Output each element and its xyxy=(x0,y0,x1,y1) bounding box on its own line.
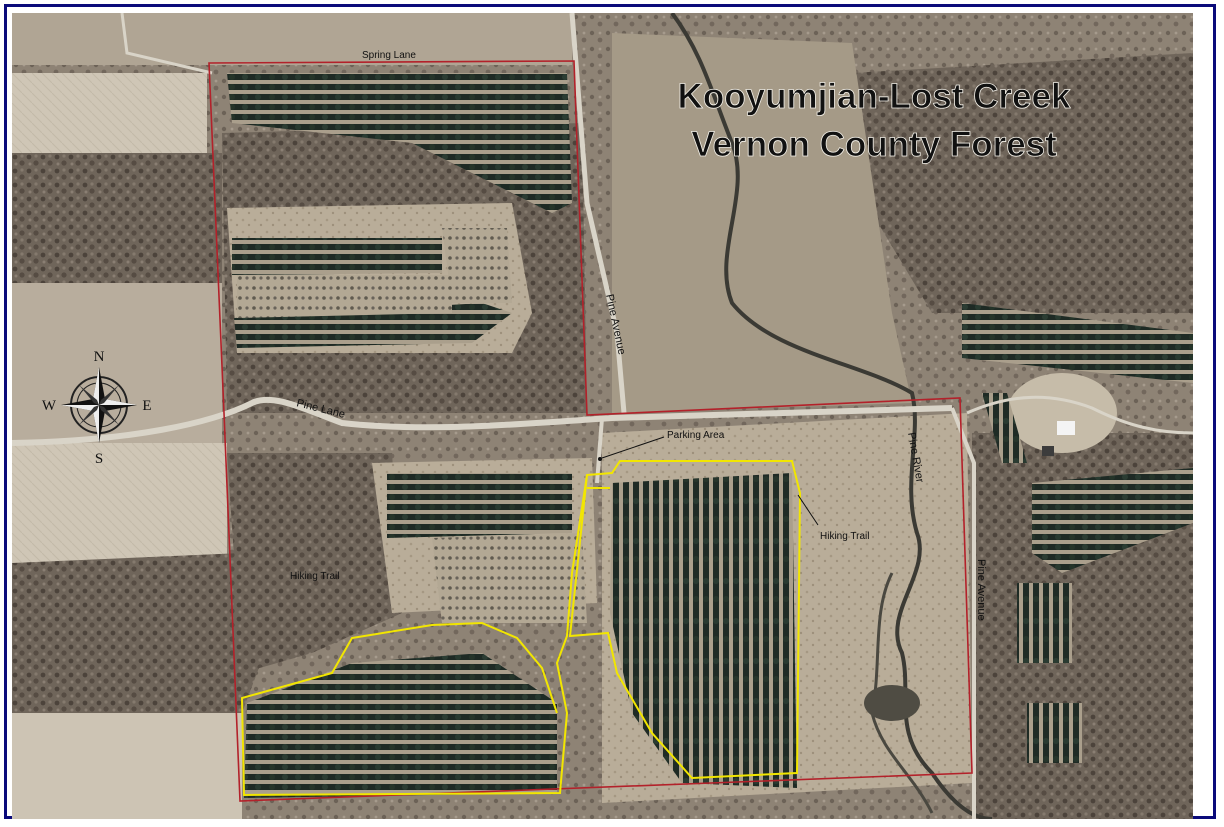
sparse-planting xyxy=(432,533,587,623)
building xyxy=(1057,421,1075,435)
plantation xyxy=(227,73,572,213)
aerial-map: N S E W Spring Lane Pine Avenue Pine Lan… xyxy=(12,13,1193,819)
parking-marker xyxy=(598,457,602,461)
woodland xyxy=(227,453,402,673)
plantation xyxy=(387,473,572,538)
trail-leader xyxy=(797,494,819,526)
plantation xyxy=(244,653,557,798)
hiking-trail-east-loop xyxy=(568,460,802,780)
pine-lane-road xyxy=(12,396,953,446)
plantation xyxy=(1027,703,1082,763)
woodland xyxy=(12,153,222,283)
sparse-planting xyxy=(442,228,512,303)
parking-leader xyxy=(601,436,665,459)
woodland xyxy=(12,553,272,713)
field xyxy=(12,283,222,443)
building xyxy=(1042,446,1054,456)
parking-access xyxy=(595,417,604,484)
compass-east-label: E xyxy=(142,398,151,414)
plantation xyxy=(610,473,797,788)
plantation xyxy=(232,238,442,275)
creek xyxy=(670,13,993,819)
plantation xyxy=(1032,468,1193,573)
label-hiking-trail-west: Hiking Trail xyxy=(290,571,339,582)
driveway xyxy=(966,395,1193,435)
plantation xyxy=(1017,583,1072,663)
label-pine-avenue-east: Pine Avenue xyxy=(975,559,987,621)
map-title-line-1: Kooyumjian-Lost Creek xyxy=(678,77,1071,116)
woodland xyxy=(852,53,1193,313)
label-parking-area: Parking Area xyxy=(667,430,725,441)
field xyxy=(12,443,227,563)
clearing xyxy=(1007,373,1117,453)
field xyxy=(12,13,572,65)
map-title-line-2: Vernon County Forest xyxy=(691,125,1057,164)
sparse-planting xyxy=(237,275,452,318)
field xyxy=(12,693,242,819)
forest-boundary xyxy=(208,60,973,802)
field xyxy=(12,73,207,153)
compass-south-label: S xyxy=(95,451,103,467)
compass-north-label: N xyxy=(94,349,105,365)
hiking-trail-west-loop xyxy=(240,474,588,797)
pine-avenue-road-north xyxy=(569,13,627,414)
pine-avenue-road-east xyxy=(950,407,976,819)
meadow xyxy=(612,33,912,413)
spring-lane-road xyxy=(120,13,213,75)
label-hiking-trail-east: Hiking Trail xyxy=(820,531,869,542)
compass-rose: N S E W xyxy=(42,349,152,467)
label-spring-lane: Spring Lane xyxy=(362,50,416,61)
compass-west-label: W xyxy=(42,398,57,414)
pond xyxy=(864,685,920,721)
plantation xyxy=(962,303,1193,383)
plantation xyxy=(982,393,1027,463)
